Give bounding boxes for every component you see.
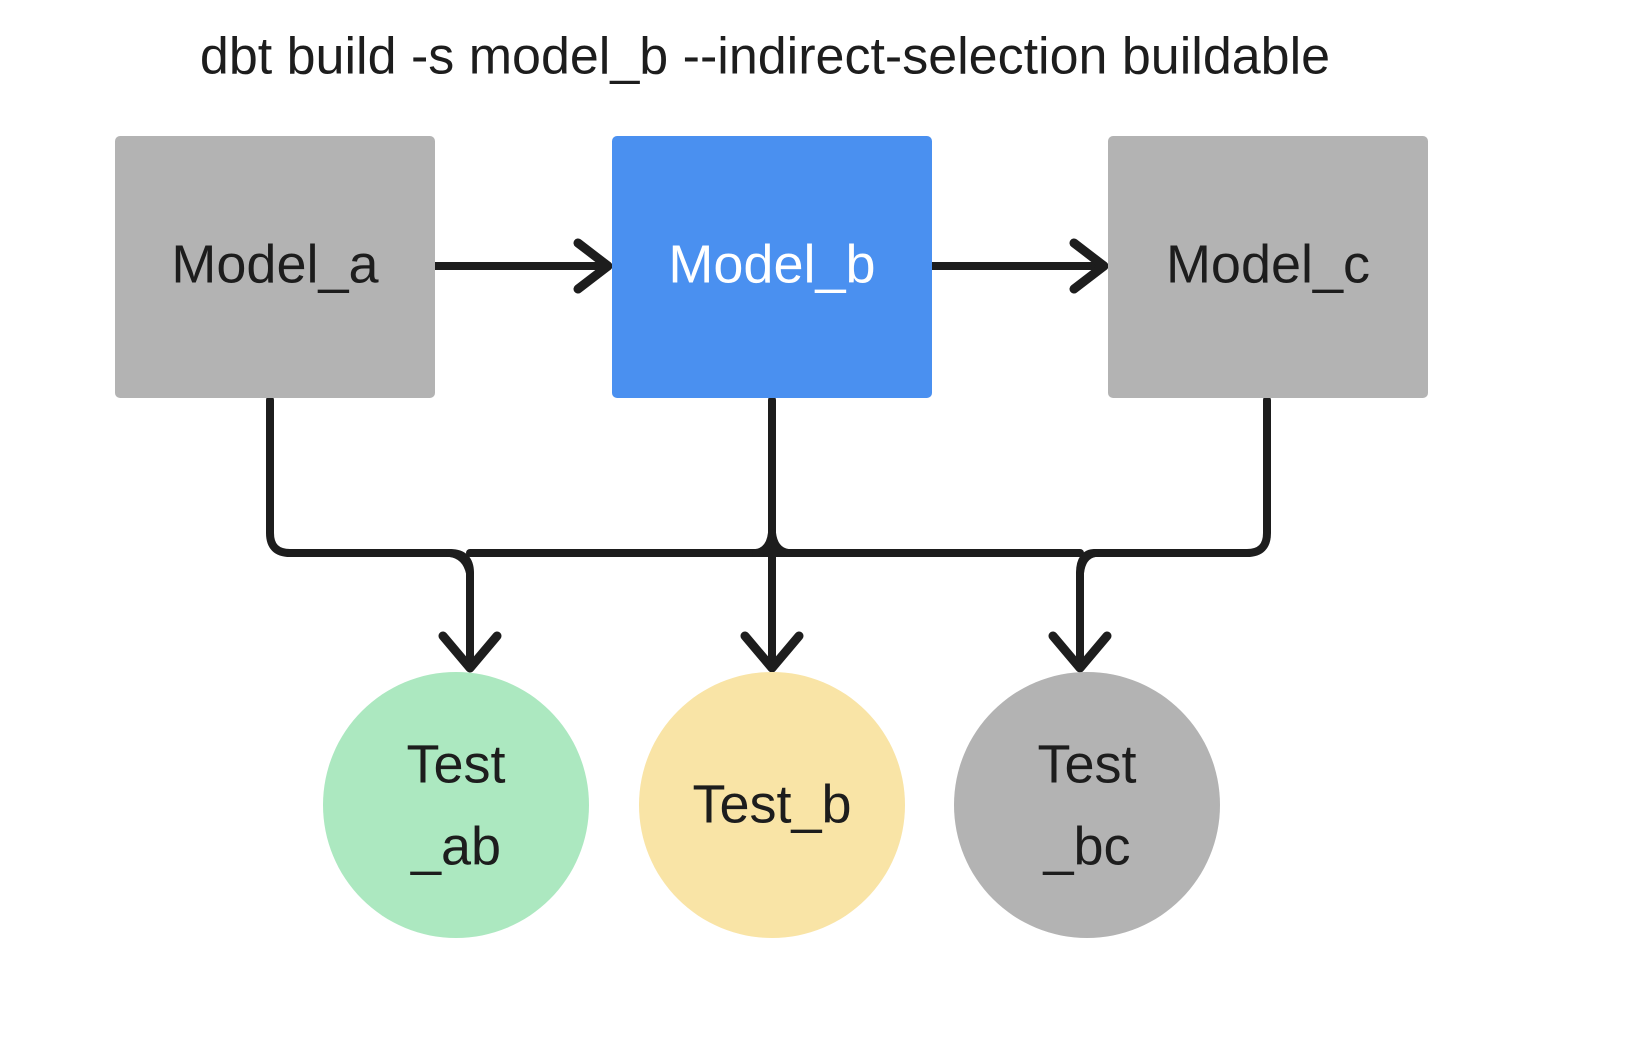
node-test-bc-label-line2: _bc (1042, 816, 1130, 876)
arrow-head-icon (573, 238, 613, 294)
node-model-c-shape[interactable] (1108, 136, 1428, 398)
node-test-b-label-line1: Test_b (692, 774, 851, 834)
node-test-b-shape[interactable] (639, 672, 905, 938)
test-node-layer: Test _ab Test_b Test _bc (323, 672, 1220, 938)
node-model-c-label: Model_c (1166, 234, 1370, 294)
edge-model-c-to-test-bc (1091, 396, 1271, 557)
node-model-b-label: Model_b (668, 234, 875, 294)
node-test-bc-shape[interactable] (954, 672, 1220, 938)
model-node-layer: Model_a Model_b Model_c (115, 136, 1428, 398)
arrow-head-icon (740, 631, 804, 673)
edge-layer (266, 238, 1271, 673)
node-model-a-label: Model_a (171, 234, 379, 294)
node-model-a[interactable]: Model_a (115, 136, 435, 398)
arrow-head-icon (1069, 238, 1109, 294)
edge-model-b-to-model-c (928, 238, 1109, 294)
arrow-head-icon (438, 631, 502, 673)
node-test-bc[interactable]: Test _bc (954, 672, 1220, 938)
node-test-bc-label-line1: Test (1037, 734, 1136, 794)
arrow-head-icon (1048, 631, 1112, 673)
node-test-ab-label-line2: _ab (410, 816, 501, 876)
node-test-ab-shape[interactable] (323, 672, 589, 938)
page-title: dbt build -s model_b --indirect-selectio… (200, 28, 1330, 86)
edge-junction-fillets (446, 529, 1099, 577)
edge-model-a-to-test-ab (266, 396, 454, 557)
node-test-ab[interactable]: Test _ab (323, 672, 589, 938)
node-model-b-shape[interactable] (612, 136, 932, 398)
node-model-a-shape[interactable] (115, 136, 435, 398)
edge-model-a-to-model-b (431, 238, 613, 294)
node-test-b[interactable]: Test_b (639, 672, 905, 938)
node-model-c[interactable]: Model_c (1108, 136, 1428, 398)
node-test-ab-label-line1: Test (406, 734, 505, 794)
node-model-b[interactable]: Model_b (612, 136, 932, 398)
